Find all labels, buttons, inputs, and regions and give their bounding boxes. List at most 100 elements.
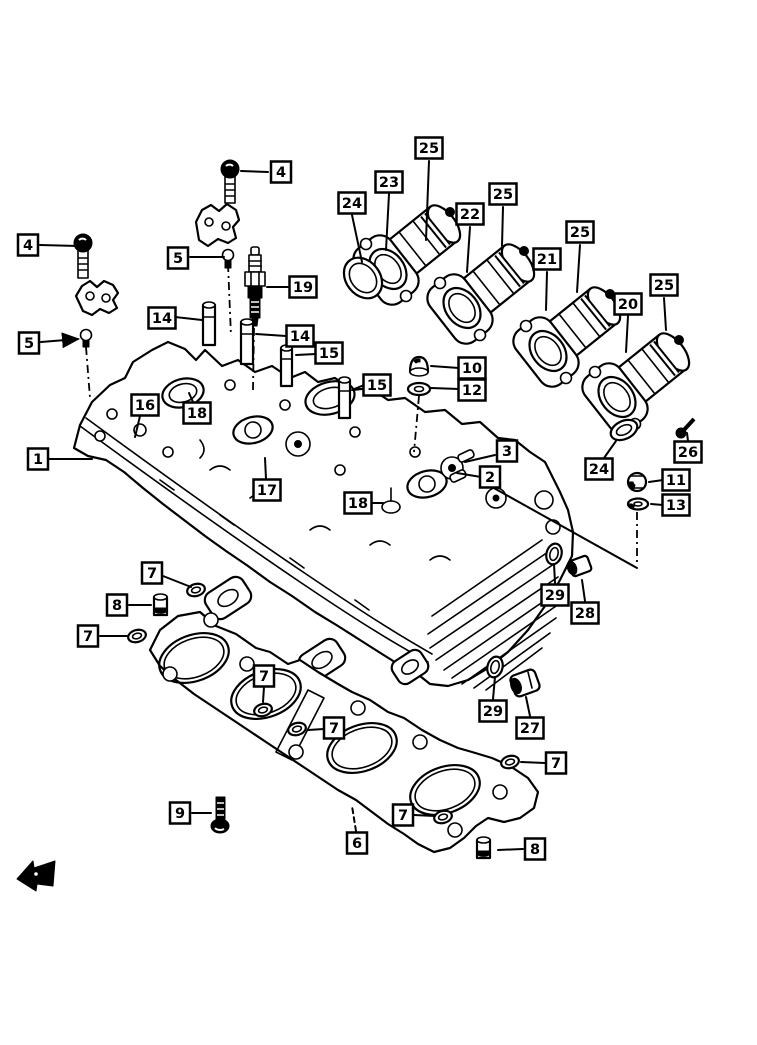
callout-leader-26-26 bbox=[686, 432, 689, 442]
callout-box-2-15 bbox=[478, 465, 502, 489]
callout-number-22-19: 22 bbox=[460, 207, 480, 223]
callout-number-1-0: 1 bbox=[33, 452, 43, 468]
callout-leader-25-20 bbox=[501, 206, 504, 247]
callout-number-18-13: 18 bbox=[348, 496, 368, 512]
callout-box-1-0 bbox=[26, 447, 50, 471]
callout-number-15-9: 15 bbox=[367, 378, 387, 394]
o-rings-7 bbox=[127, 582, 520, 825]
callout-leader-27-34 bbox=[525, 696, 531, 717]
callout-number-7-38: 7 bbox=[259, 669, 269, 685]
callout-number-6-43: 6 bbox=[352, 836, 362, 852]
callout-box-6-43 bbox=[345, 831, 369, 855]
nut-11 bbox=[626, 471, 648, 493]
callout-number-24-17: 24 bbox=[342, 196, 362, 212]
cam-holder-right bbox=[194, 202, 241, 248]
boot-o-ring-24a bbox=[342, 256, 384, 300]
callout-box-4-2 bbox=[16, 233, 40, 257]
callout-box-18-11 bbox=[182, 401, 212, 425]
callout-leader-13-28 bbox=[650, 503, 664, 506]
callout-number-9-42: 9 bbox=[175, 806, 185, 822]
callout-number-15-8: 15 bbox=[319, 346, 339, 362]
spark-plug bbox=[244, 246, 266, 327]
callout-number-14-7: 14 bbox=[290, 329, 310, 345]
callout-number-7-41: 7 bbox=[398, 808, 408, 824]
callout-number-18-11: 18 bbox=[187, 406, 207, 422]
callout-box-5-3 bbox=[166, 246, 190, 270]
callout-leader-24-25 bbox=[603, 440, 617, 459]
callout-leader-25-22 bbox=[576, 244, 581, 293]
callout-number-29-33: 29 bbox=[483, 704, 503, 720]
stud-part-3 bbox=[457, 449, 475, 463]
callout-number-8-36: 8 bbox=[112, 598, 122, 614]
callout-box-14-6 bbox=[147, 306, 177, 330]
callout-number-10-29: 10 bbox=[462, 361, 482, 377]
callout-number-14-6: 14 bbox=[152, 311, 172, 327]
callout-leader-20-23 bbox=[625, 315, 629, 353]
callout-number-12-30: 12 bbox=[462, 383, 482, 399]
callout-box-7-37 bbox=[76, 624, 100, 648]
callout-number-3-14: 3 bbox=[502, 444, 512, 460]
callout-box-24-25 bbox=[584, 457, 614, 481]
o-ring-29b bbox=[486, 655, 504, 679]
callout-leader-10-29 bbox=[430, 365, 460, 369]
callout-box-7-41 bbox=[391, 803, 415, 827]
callout-number-20-23: 20 bbox=[618, 297, 638, 313]
callout-number-7-37: 7 bbox=[83, 629, 93, 645]
callout-leader-14-7 bbox=[255, 333, 287, 337]
boot-o-ring-24b bbox=[609, 418, 639, 442]
washer-13 bbox=[626, 497, 650, 511]
callout-number-21-21: 21 bbox=[537, 252, 557, 268]
callout-box-11-27 bbox=[661, 468, 691, 492]
callout-box-25-24 bbox=[649, 273, 679, 297]
callout-leader-6-43 bbox=[351, 805, 357, 832]
callout-box-29-33 bbox=[478, 699, 508, 723]
callout-number-4-1: 4 bbox=[276, 165, 286, 181]
callout-leader-4-2 bbox=[39, 244, 79, 247]
callout-box-7-40 bbox=[544, 751, 568, 775]
callout-box-3-14 bbox=[495, 439, 519, 463]
callout-leader-29-33 bbox=[492, 676, 496, 700]
callout-box-7-35 bbox=[140, 561, 164, 585]
callout-number-16-10: 16 bbox=[135, 398, 155, 414]
callout-number-13-28: 13 bbox=[666, 498, 686, 514]
callout-number-24-25: 24 bbox=[589, 462, 609, 478]
callout-leader-29-31 bbox=[553, 563, 556, 584]
plug-28 bbox=[566, 554, 593, 578]
callout-box-28-32 bbox=[570, 601, 600, 625]
callout-box-27-34 bbox=[515, 716, 545, 740]
callout-box-15-8 bbox=[314, 341, 344, 365]
callout-leader-22-19 bbox=[466, 226, 471, 273]
callout-number-2-15: 2 bbox=[485, 470, 495, 486]
callout-box-9-42 bbox=[168, 801, 192, 825]
washer-12 bbox=[406, 381, 432, 397]
callout-number-7-39: 7 bbox=[329, 721, 339, 737]
front-direction-arrow-icon bbox=[16, 860, 56, 892]
valve-guide-15b bbox=[337, 376, 352, 420]
o-ring-29a bbox=[545, 542, 563, 566]
valve-guide-14b bbox=[239, 318, 255, 366]
callout-number-25-24: 25 bbox=[654, 278, 674, 294]
callout-box-19-5 bbox=[288, 275, 318, 299]
plug-27 bbox=[509, 668, 541, 698]
callout-number-5-3: 5 bbox=[173, 251, 183, 267]
callout-leader-15-8 bbox=[295, 353, 317, 356]
callout-box-17-12 bbox=[252, 478, 282, 502]
callout-number-27-34: 27 bbox=[520, 721, 540, 737]
callout-number-26-26: 26 bbox=[678, 445, 698, 461]
callout-box-18-13 bbox=[343, 491, 373, 515]
callout-leader-7-35 bbox=[162, 575, 192, 588]
callout-leader-23-16 bbox=[385, 193, 390, 251]
callout-leader-24-17 bbox=[351, 214, 363, 263]
callout-box-29-31 bbox=[540, 583, 570, 607]
callout-leader-16-10 bbox=[134, 415, 141, 438]
callout-box-8-44 bbox=[523, 837, 547, 861]
intake-boots-drawing bbox=[342, 200, 695, 444]
callout-box-21-21 bbox=[532, 247, 562, 271]
valve-guide-14a bbox=[201, 301, 217, 347]
callout-box-25-22 bbox=[565, 220, 595, 244]
bolt-5b bbox=[79, 328, 93, 348]
callout-box-25-18 bbox=[414, 136, 444, 160]
callout-box-5-4 bbox=[17, 331, 41, 355]
callout-leader-7-38 bbox=[262, 686, 265, 703]
